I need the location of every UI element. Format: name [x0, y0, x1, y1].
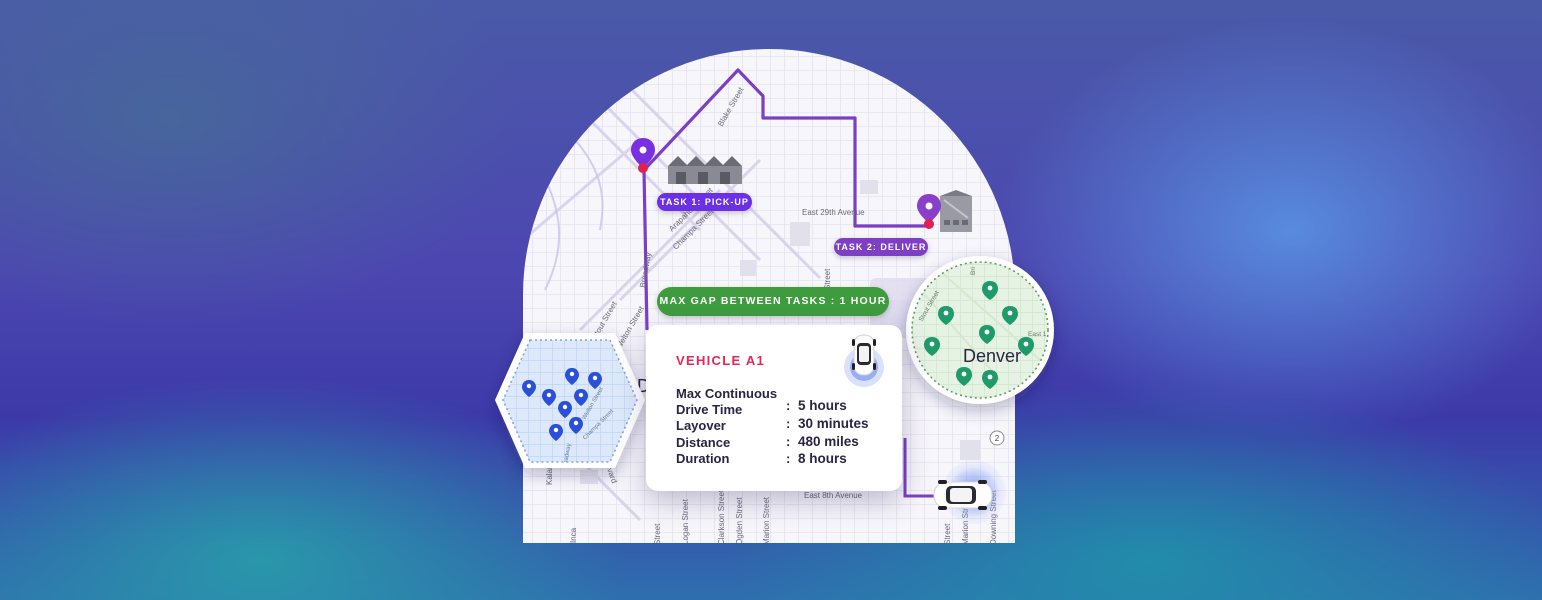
pickup-location-pin-icon: [631, 138, 655, 173]
car-icon: [933, 480, 993, 510]
task-deliver-label: TASK 2: DELIVER: [834, 238, 928, 256]
street-label-ogden: Ogden Street: [735, 497, 744, 545]
hex-label-broadway: Broadway: [562, 443, 573, 470]
location-pin-icon: [938, 306, 954, 325]
route-shield: 2: [989, 430, 1005, 446]
spec-colon: :: [786, 434, 791, 449]
location-pin-icon: [1002, 306, 1018, 325]
street-label-kalamath: Kalamath: [545, 451, 554, 485]
location-pin-icon: [558, 401, 572, 418]
vehicle-car-icon: [844, 334, 884, 387]
street-label-clarkson: Clarkson Street: [717, 489, 726, 545]
street-label-marion: Marion Street: [762, 496, 771, 545]
location-pin-icon: [924, 337, 940, 356]
street-label-vertical: Street: [823, 268, 832, 290]
hex-zone-pins: [522, 368, 602, 441]
svg-text:2: 2: [995, 434, 1000, 443]
street-label-east-8th: East 8th Avenue: [804, 491, 863, 500]
vehicle-title: VEHICLE A1: [676, 353, 766, 368]
location-pin-icon: [588, 372, 602, 389]
spec-colon: :: [786, 451, 791, 466]
spec-label-duration: Duration: [676, 451, 730, 466]
pickup-stop-dot: [638, 163, 648, 173]
location-pin-icon: [549, 424, 563, 441]
delivery-route-line: [642, 68, 930, 331]
circle-label-east: East 1: [1028, 331, 1047, 338]
delivery-stop-dot: [924, 219, 934, 229]
warehouse-icon: [668, 156, 742, 184]
route-tail-line: [903, 438, 935, 498]
location-pin-icon: [574, 389, 588, 406]
max-gap-constraint-badge: MAX GAP BETWEEN TASKS : 1 HOUR: [657, 287, 889, 316]
spec-value-layover: 30 minutes: [798, 416, 869, 431]
circle-label-bri: Bri: [970, 267, 977, 275]
spec-label-distance: Distance: [676, 435, 731, 450]
delivery-location-pin-icon: [917, 194, 941, 229]
spec-label-layover: Layover: [676, 418, 726, 433]
location-pin-icon: [982, 281, 998, 300]
spec-value-distance: 480 miles: [798, 434, 859, 449]
spec-value-duration: 8 hours: [798, 451, 847, 466]
circle-zone-pins: [924, 281, 1034, 389]
circle-zone-city-label: Denver: [963, 346, 1021, 366]
location-pin-icon: [522, 380, 536, 397]
street-label-east-29th: East 29th Avenue: [802, 208, 865, 217]
street-label-inca: Inca: [569, 527, 578, 543]
street-label-logan: Logan Street: [681, 498, 690, 545]
spec-label-max-continuous: Max Continuous: [676, 386, 778, 401]
store-building-icon: [940, 190, 972, 232]
vehicle-info-card: VEHICLE A1 Max Continuous Drive Time : 5…: [646, 325, 902, 491]
location-pin-icon: [542, 389, 556, 406]
street-label-street-fragment: Street: [653, 523, 662, 545]
location-pin-icon: [956, 367, 972, 386]
spec-value-drive-time: 5 hours: [798, 398, 847, 413]
spec-colon: :: [786, 398, 791, 413]
location-pin-icon: [982, 370, 998, 389]
task-pickup-label: TASK 1: PICK-UP: [657, 193, 752, 211]
location-pin-icon: [1018, 337, 1034, 356]
location-pin-icon: [569, 417, 583, 434]
location-pin-icon: [979, 325, 995, 344]
spec-colon: :: [786, 416, 791, 431]
street-label-bottom-right: Street: [943, 523, 952, 545]
spec-label-drive-time: Drive Time: [676, 402, 743, 417]
location-pin-icon: [565, 368, 579, 385]
